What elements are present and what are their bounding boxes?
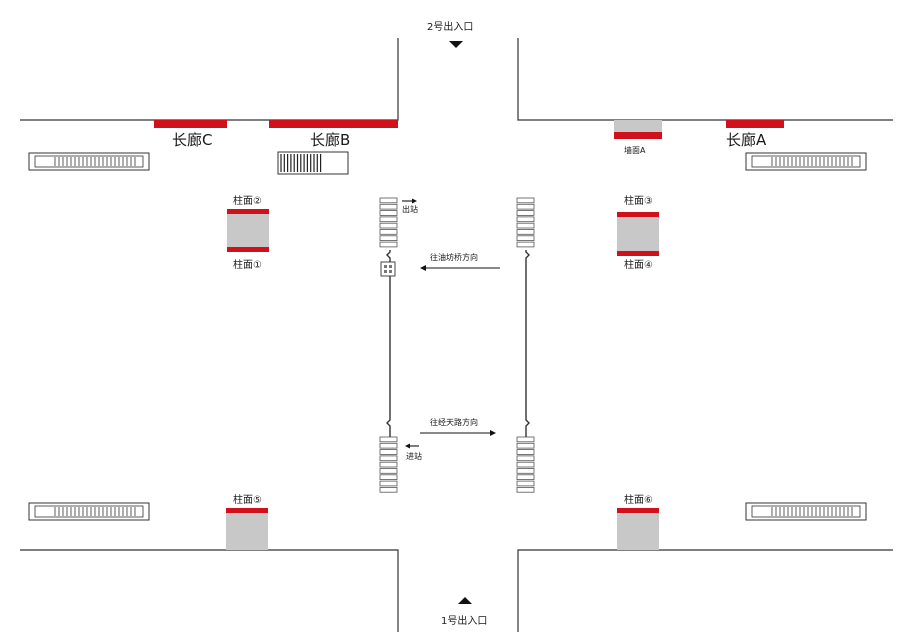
pillar-6-label: 柱面⑥ [624, 495, 653, 506]
gate-array-bottom-left [379, 436, 398, 493]
ad-panels [154, 120, 784, 128]
ad-panel-corridor-a [726, 120, 784, 128]
pillar-bottom-left [226, 508, 268, 550]
barrier-right [525, 250, 530, 437]
pillar-5-label: 柱面⑤ [233, 495, 262, 506]
gate-array-bottom-right [516, 436, 535, 493]
entry-arrow-icon [405, 443, 419, 449]
entry-gate-label: 进站 [406, 452, 422, 461]
pillar-top-right [617, 212, 659, 256]
corridor-b-label: 长廊B [310, 131, 351, 149]
pillar-1-label: 柱面① [233, 260, 262, 271]
north-exit-label: 2号出入口 [427, 22, 474, 33]
wall-a-label: 墙面A [624, 146, 646, 155]
escalator-sw [28, 502, 150, 521]
westbound-label: 往油坊桥方向 [430, 253, 478, 262]
pillar-top-left [227, 209, 269, 252]
south-exit-arrow-icon [458, 597, 472, 604]
gate-array-top-right [516, 197, 535, 248]
escalators [28, 152, 867, 521]
wall-north-west [20, 38, 399, 121]
escalator-nw [28, 152, 150, 171]
exit-arrow-icon [402, 198, 417, 204]
ticket-machine-icon [380, 261, 396, 277]
wall-south-west [20, 549, 399, 632]
north-exit-arrow-icon [449, 41, 463, 48]
pillar-3-label: 柱面③ [624, 196, 653, 207]
eastbound-arrow-icon [420, 430, 496, 436]
escalator-ne [745, 152, 867, 171]
fare-gates [379, 197, 535, 493]
westbound-arrow-icon [420, 265, 500, 271]
south-exit-label: 1号出入口 [441, 616, 488, 627]
wall-north-east [517, 38, 893, 121]
barrier-left [386, 250, 391, 437]
corridor-a-label: 长廊A [726, 131, 767, 149]
escalator-se [745, 502, 867, 521]
gate-array-top-left [379, 197, 398, 248]
exit-gate-label: 出站 [402, 205, 418, 214]
corridor-c-label: 长廊C [172, 131, 213, 149]
wall-south-east [517, 549, 893, 632]
wall-a-panel [614, 120, 662, 139]
pillar-4-label: 柱面④ [624, 260, 653, 271]
stair-corridor-b [277, 151, 349, 175]
eastbound-label: 往经天路方向 [430, 418, 478, 427]
stairs [277, 151, 349, 175]
barrier-lines [386, 250, 530, 437]
direction-arrows [402, 198, 500, 449]
pillar-2-label: 柱面② [233, 196, 262, 207]
pillar-bottom-right [617, 508, 659, 550]
ad-panel-corridor-c [154, 120, 227, 128]
ad-panel-corridor-b [269, 120, 398, 128]
